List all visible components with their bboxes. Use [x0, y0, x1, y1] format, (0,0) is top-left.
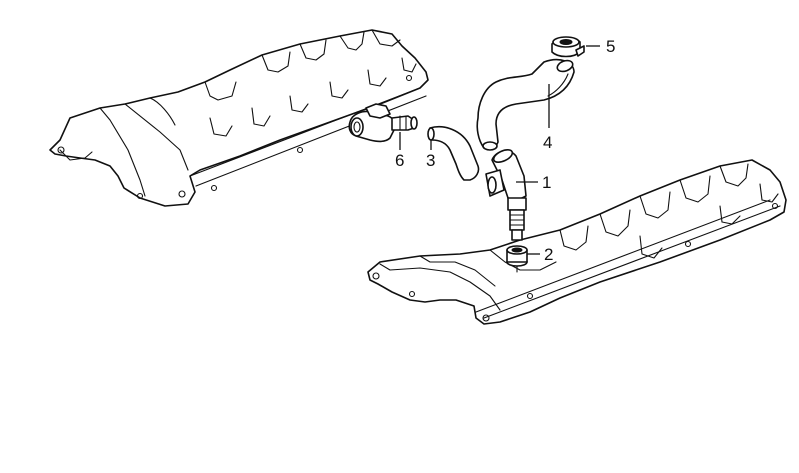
part-6-valve-fitting — [348, 103, 418, 143]
callout-6: 6 — [395, 151, 404, 170]
part-2-grommet — [506, 245, 528, 273]
callout-4: 4 — [543, 133, 552, 152]
part-5-clamp — [551, 36, 585, 58]
right-valve-cover — [367, 159, 787, 325]
part-4-hose — [476, 58, 575, 151]
part-3-hose — [427, 126, 480, 181]
callout-2: 2 — [544, 245, 553, 264]
callout-3: 3 — [426, 151, 435, 170]
callouts: 5 4 1 2 3 6 — [395, 37, 615, 264]
callout-1: 1 — [542, 173, 551, 192]
left-valve-cover — [49, 29, 429, 207]
part-1-vent-valve — [485, 149, 527, 241]
leader-lines — [399, 45, 600, 255]
callout-5: 5 — [606, 37, 615, 56]
